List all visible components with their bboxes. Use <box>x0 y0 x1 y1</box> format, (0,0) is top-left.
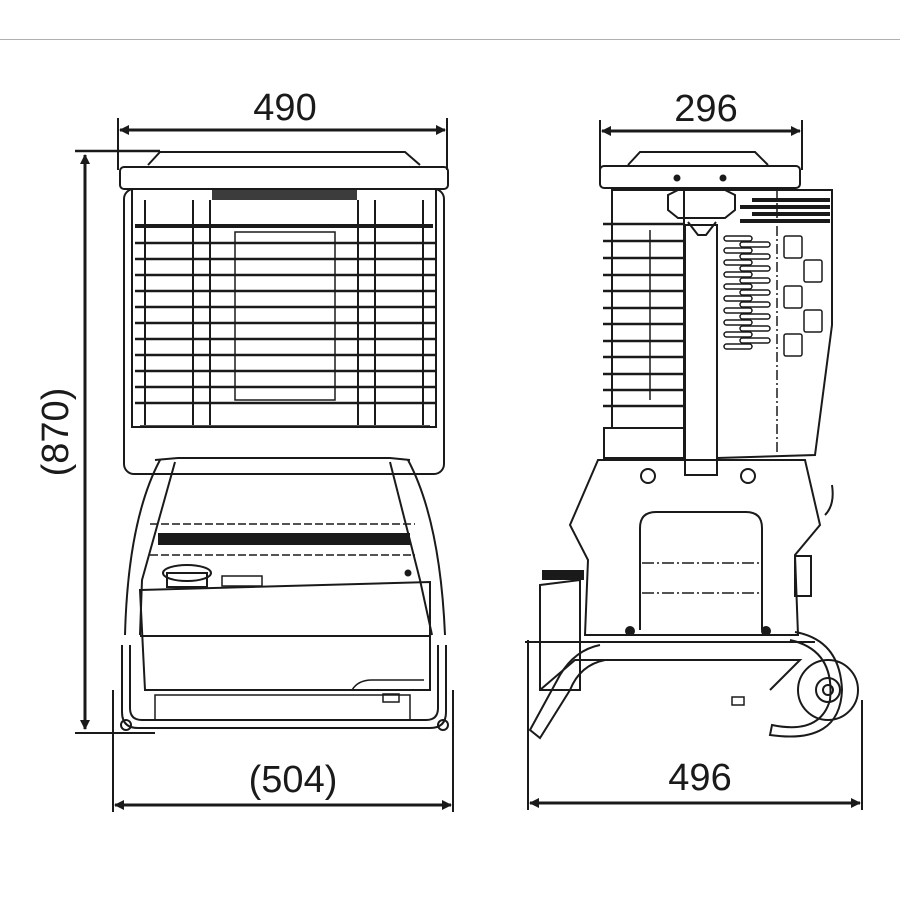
side-top-cap <box>627 151 769 166</box>
carry-handle <box>667 189 736 476</box>
dimension-front-width: 490 <box>117 87 448 170</box>
dimension-front-height: (870) <box>35 149 160 734</box>
side-top-cover <box>599 165 801 189</box>
heater-grill <box>123 188 445 475</box>
base-frame <box>120 645 449 731</box>
side-grill <box>603 189 685 459</box>
dimension-side-width: 296 <box>599 88 803 170</box>
side-body <box>539 459 834 691</box>
dimension-label-496: 496 <box>668 757 731 799</box>
side-base-frame <box>525 631 859 740</box>
top-cap <box>147 151 421 166</box>
dimension-label-490: 490 <box>253 87 316 129</box>
side-view: 296 496 <box>525 88 863 810</box>
wheel <box>797 659 859 721</box>
side-panel <box>716 189 833 459</box>
dimension-side-base: 496 <box>527 640 863 810</box>
dimension-label-504: (504) <box>249 759 338 801</box>
dimension-label-296: 296 <box>674 88 737 130</box>
dimension-front-base: (504) <box>112 690 454 812</box>
heater-body <box>124 457 446 703</box>
top-cover <box>119 166 449 190</box>
front-view: 490 (870) (504) <box>35 87 454 812</box>
dimension-label-870: (870) <box>35 388 77 477</box>
top-divider <box>0 39 900 40</box>
